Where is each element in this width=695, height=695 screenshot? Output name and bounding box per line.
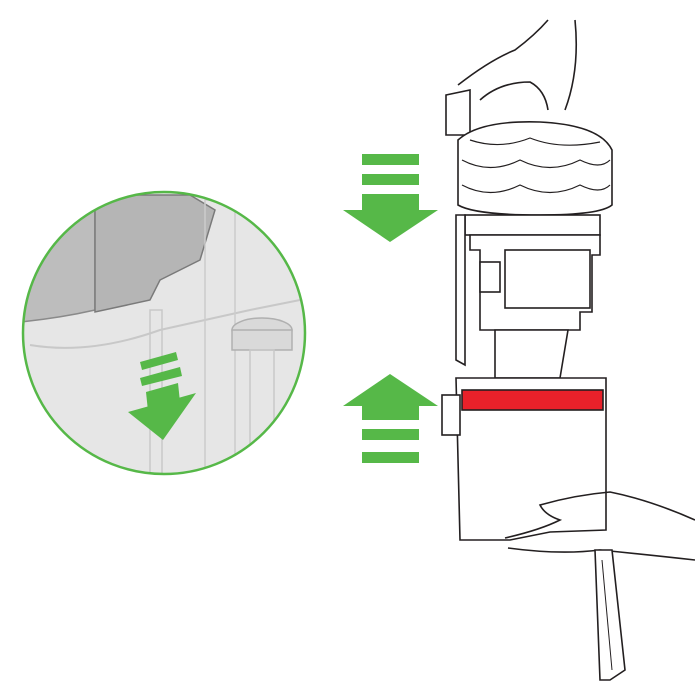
red-seal-highlight <box>461 389 604 411</box>
inset-down-arrow <box>128 352 196 440</box>
top-hand <box>457 19 578 111</box>
handle <box>594 549 626 681</box>
dust-bin <box>455 377 607 541</box>
vacuum-device <box>441 19 695 681</box>
push-down-arrow <box>343 154 438 242</box>
detail-inset <box>21 190 307 476</box>
cyclone-assembly <box>457 121 613 216</box>
push-up-arrow <box>343 374 438 463</box>
